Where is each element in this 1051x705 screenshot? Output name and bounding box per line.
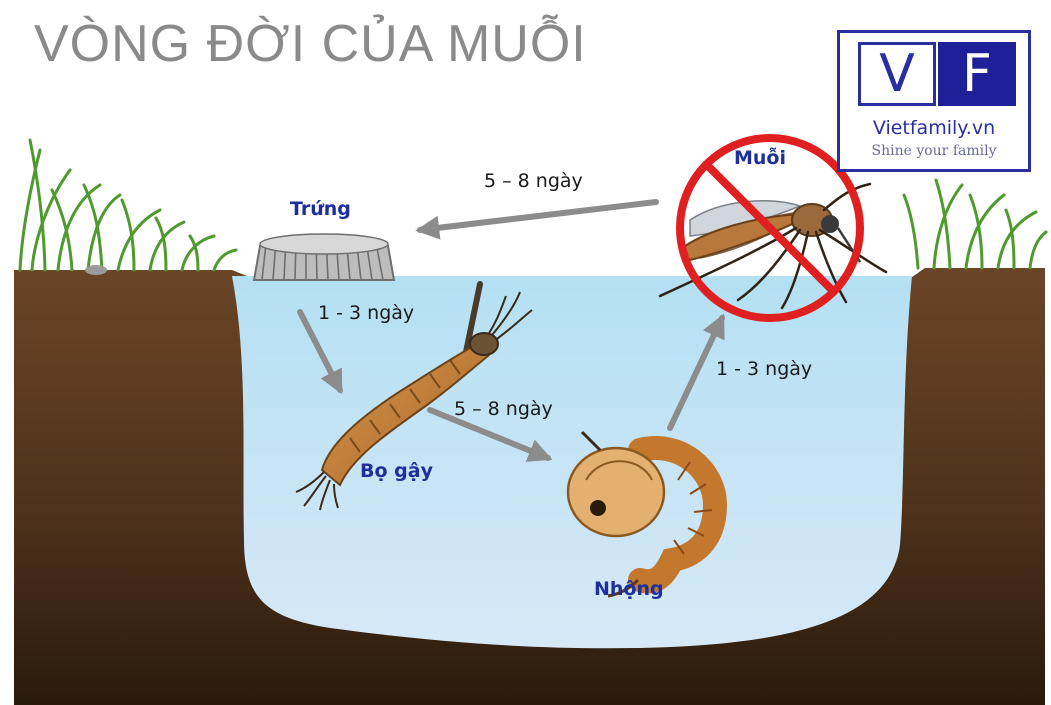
- grass-icon: [904, 180, 1046, 268]
- page-title: VÒNG ĐỜI CỦA MUỖI: [34, 14, 587, 74]
- logo-slogan: Shine your family: [840, 143, 1028, 159]
- vietfamily-logo: V F Vietfamily.vn Shine your family: [837, 30, 1031, 172]
- duration-pupa-to-adult: 1 - 3 ngày: [716, 358, 812, 380]
- pebble: [85, 265, 107, 275]
- stage-label-pupa: Nhộng: [594, 578, 664, 600]
- logo-site-name: Vietfamily.vn: [840, 117, 1028, 139]
- logo-letter-f: F: [938, 42, 1016, 106]
- grass-icon: [20, 140, 236, 270]
- duration-egg-to-larva: 1 - 3 ngày: [318, 302, 414, 324]
- egg-raft-icon: [254, 234, 394, 280]
- stage-label-larva: Bọ gậy: [360, 460, 433, 482]
- logo-letter-v: V: [858, 42, 936, 106]
- stage-label-adult: Muỗi: [734, 147, 786, 169]
- stage-label-egg: Trứng: [290, 198, 351, 220]
- duration-larva-to-pupa: 5 – 8 ngày: [454, 398, 553, 420]
- duration-adult-to-egg: 5 – 8 ngày: [484, 170, 583, 192]
- arrow-adult-to-egg: [420, 202, 656, 230]
